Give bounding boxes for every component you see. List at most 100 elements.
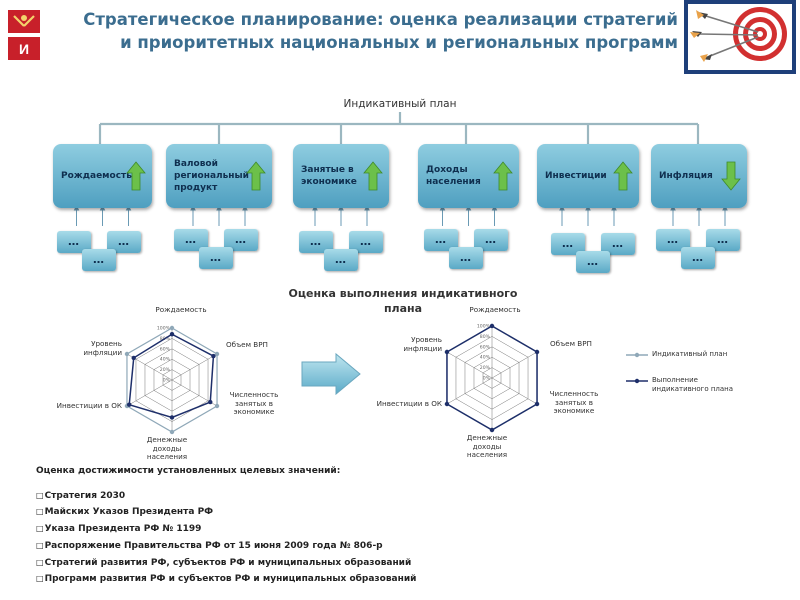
legend-plan-label: Индикативный план [652, 350, 728, 358]
radar-series-plan-point [169, 325, 175, 331]
radar-spoke [126, 379, 173, 407]
radar-tick-label: 100% [157, 326, 171, 332]
plan-subitem: … [324, 249, 358, 271]
radar-spoke [491, 377, 538, 405]
radar-chart-after: 0%20%40%60%80%100% [444, 323, 540, 433]
plan-card-label: Доходы населения [426, 165, 481, 187]
page-title-line-2: и приоритетных национальных и региональн… [120, 33, 678, 52]
radar-axis-label: Уровень инфляции [83, 339, 122, 357]
plan-subitem: … [57, 231, 91, 253]
plan-card-label: Рождаемость [61, 171, 132, 181]
radar-tick-label: 60% [160, 346, 171, 352]
plan-card-label: Занятые в экономике [301, 165, 357, 187]
transition-arrow [301, 352, 361, 396]
radar-series-actual-point [489, 323, 495, 329]
radar-series-actual-point [211, 353, 216, 359]
plan-title: Индикативный план [343, 98, 457, 110]
legend-actual-label: Выполнение индикативного плана [652, 376, 734, 393]
radar-series-actual-point [489, 427, 495, 433]
radar-tick-label: 100% [477, 324, 491, 330]
radar-axis-label: Рождаемость [155, 305, 207, 314]
svg-text:И: И [19, 41, 29, 57]
radar-series-actual-point [169, 415, 175, 420]
radar-tick-label: 0% [483, 376, 491, 382]
plan-subitem: … [449, 247, 483, 269]
legend: Индикативный план Выполнение индикативно… [626, 347, 786, 407]
list-item: Майских Указов Президента РФ [36, 504, 576, 521]
radar-spoke [491, 351, 538, 379]
plan-card-label: Инфляция [659, 171, 713, 181]
plan-card-label: Инвестиции [545, 171, 607, 181]
radar-chart-before: 0%20%40%60%80%100% [124, 325, 220, 435]
list-item: Программ развития РФ и субъектов РФ и му… [36, 571, 576, 588]
radar-series-actual-point [444, 401, 450, 407]
legend-actual-marker [626, 378, 648, 384]
plan-card-label: Валовой региональный продукт [174, 159, 249, 193]
radar-series-actual-point [169, 332, 175, 337]
arrow-up-icon [363, 161, 383, 191]
radar-series-actual-point [131, 355, 136, 361]
radar-tick-label: 20% [160, 367, 171, 373]
plan-subitem: … [424, 229, 458, 251]
plan-subitem: … [681, 247, 715, 269]
plan-subitem: … [199, 247, 233, 269]
targets-list: Оценка достижимости установленных целевы… [36, 464, 576, 588]
list-item: Распоряжение Правительства РФ от 15 июня… [36, 538, 576, 555]
arrow-down-icon [721, 161, 741, 191]
evaluation-title: Оценка выполнения индикативного плана [258, 286, 548, 316]
plan-subitem: … [299, 231, 333, 253]
radar-series-actual-point [444, 349, 450, 355]
radar-series-plan-point [214, 403, 220, 409]
radar-series-actual-point [534, 401, 540, 407]
radar-series-actual-point [127, 402, 132, 407]
plan-card: Инфляция [651, 144, 747, 208]
list-item: Указа Президента РФ № 1199 [36, 521, 576, 538]
radar-spoke [446, 377, 493, 405]
list-item: Стратегия 2030 [36, 488, 576, 505]
plan-card: Занятые в экономике [293, 144, 389, 208]
plan-subitem: … [224, 229, 258, 251]
radar-series-actual-point [534, 349, 540, 355]
radar-axis-label: Денежные доходы населения [466, 433, 508, 459]
plan-subitem: … [706, 229, 740, 251]
plan-subitem: … [174, 229, 208, 251]
radar-series-actual-point [208, 399, 213, 405]
arrow-up-icon [493, 161, 513, 191]
plan-card: Валовой региональный продукт [166, 144, 272, 208]
arrow-up-icon [126, 161, 146, 191]
list-item: Стратегий развития РФ, субъектов РФ и му… [36, 555, 576, 572]
plan-subitem: … [656, 229, 690, 251]
radar-tick-label: 80% [480, 334, 491, 340]
plan-subitem: … [349, 231, 383, 253]
evaluation-title-line-1: Оценка выполнения индикативного [288, 287, 518, 300]
radar-tick-label: 40% [480, 355, 491, 361]
radar-tick-label: 40% [160, 357, 171, 363]
targets-header: Оценка достижимости установленных целевы… [36, 466, 341, 476]
target-picture [684, 0, 796, 74]
plan-subitem: … [107, 231, 141, 253]
radar-axis-label: Численность занятых в экономике [549, 389, 599, 415]
radar-series-plan-point [214, 351, 220, 357]
legend-plan-marker [626, 352, 648, 358]
plan-subitem: … [551, 233, 585, 255]
plan-card: Рождаемость [53, 144, 152, 208]
plan-subitem: … [601, 233, 635, 255]
radar-tick-label: 0% [163, 378, 171, 384]
arrow-up-icon [246, 161, 266, 191]
radar-axis-label: Инвестиции в ОК [376, 399, 442, 408]
evaluation-title-line-2: плана [383, 302, 423, 315]
page-title-line-1: Стратегическое планирование: оценка реал… [83, 10, 678, 29]
radar-tick-label: 60% [480, 344, 491, 350]
page-title: Стратегическое планирование: оценка реал… [64, 8, 678, 54]
plan-subitem: … [82, 249, 116, 271]
radar-spoke [171, 353, 218, 381]
plan-subitem: … [474, 229, 508, 251]
plan-connectors [73, 112, 728, 226]
radar-axis-label: Инвестиции в ОК [56, 401, 122, 410]
radar-spoke [446, 351, 493, 379]
header [0, 0, 800, 78]
target-icon [690, 7, 787, 62]
radar-axis-label: Уровень инфляции [403, 335, 442, 353]
radar-axis-label: Рождаемость [469, 305, 521, 314]
radar-series-plan-point [124, 351, 130, 357]
